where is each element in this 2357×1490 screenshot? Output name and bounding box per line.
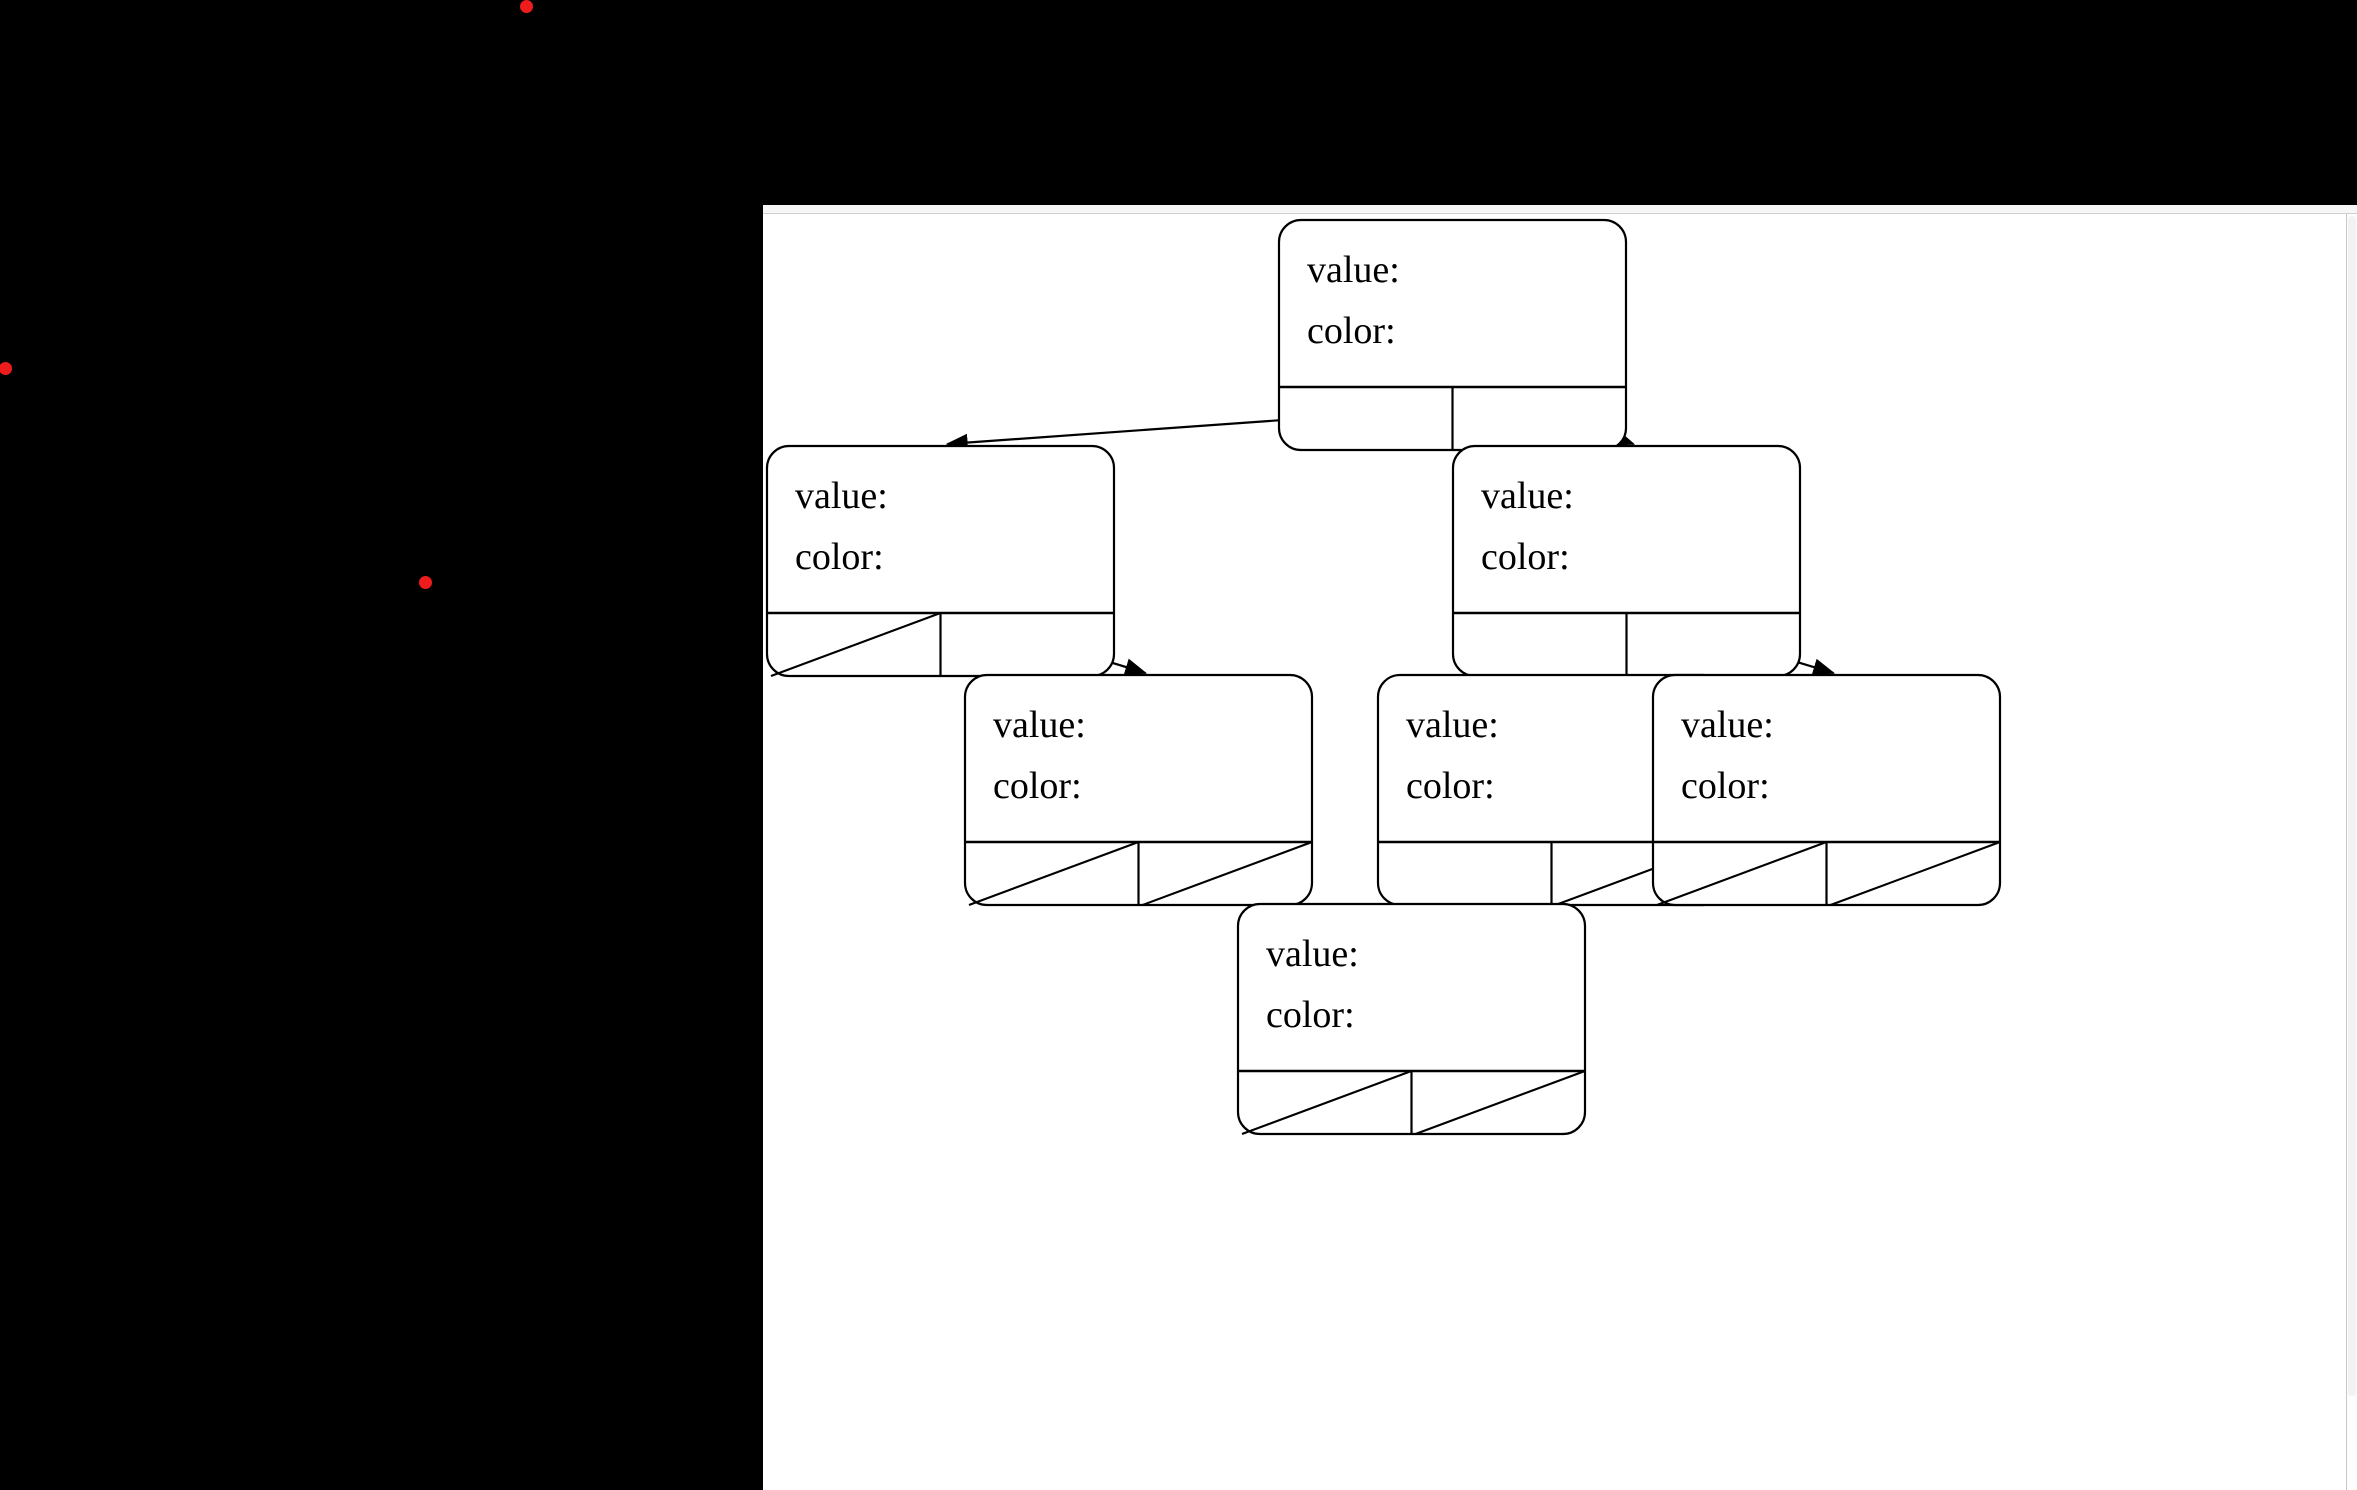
null-pointer-slash-right (1415, 1070, 1586, 1135)
cursor-dot-top (520, 0, 533, 13)
tree-node-deepest[interactable]: value: color: (1236, 902, 1587, 1136)
node-value-label: value: (795, 475, 888, 517)
node-color-label: color: (1266, 994, 1355, 1036)
node-color-label: color: (1406, 765, 1495, 807)
tree-nodes-group: value:color:value:color:value:color:valu… (765, 218, 2002, 1136)
node-value-label: value: (1681, 704, 1774, 746)
null-pointer-slash-left (1241, 1070, 1412, 1135)
tree-diagram-svg: value:color:value:color:value:color:valu… (765, 218, 2002, 1136)
tree-node-right-right-grandchild[interactable]: value: color: (1651, 673, 2002, 907)
tree-node-left-right-grandchild[interactable]: value: color: (963, 673, 1314, 907)
tree-node-left-child[interactable]: value: color: (765, 444, 1116, 678)
panel-top-edge (763, 205, 2357, 214)
node-color-label: color: (1307, 310, 1396, 352)
node-value-label: value: (993, 704, 1086, 746)
null-pointer-slash-left (968, 841, 1139, 906)
node-value-label: value: (1481, 475, 1574, 517)
vertical-scrollbar[interactable] (2346, 214, 2357, 1490)
cursor-dot-middle (419, 576, 432, 589)
tree-node-root[interactable]: value: color: (1277, 218, 1628, 452)
node-color-label: color: (993, 765, 1082, 807)
diagram-viewer-panel[interactable]: value:color:value:color:value:color:valu… (763, 205, 2357, 1490)
node-value-label: value: (1406, 704, 1499, 746)
node-value-label: value: (1266, 933, 1359, 975)
node-value-label: value: (1307, 249, 1400, 291)
null-pointer-slash-right (1142, 841, 1313, 906)
null-pointer-slash-right (1830, 841, 2001, 906)
null-pointer-slash-left (1656, 841, 1827, 906)
node-color-label: color: (1681, 765, 1770, 807)
tree-diagram-canvas[interactable]: value:color:value:color:value:color:valu… (763, 214, 2357, 1490)
tree-node-right-child[interactable]: value: color: (1451, 444, 1802, 678)
scrollbar-thumb[interactable] (2348, 216, 2356, 1396)
cursor-dot-left (0, 362, 12, 375)
node-color-label: color: (1481, 536, 1570, 578)
null-pointer-slash-left (770, 612, 941, 677)
node-color-label: color: (795, 536, 884, 578)
